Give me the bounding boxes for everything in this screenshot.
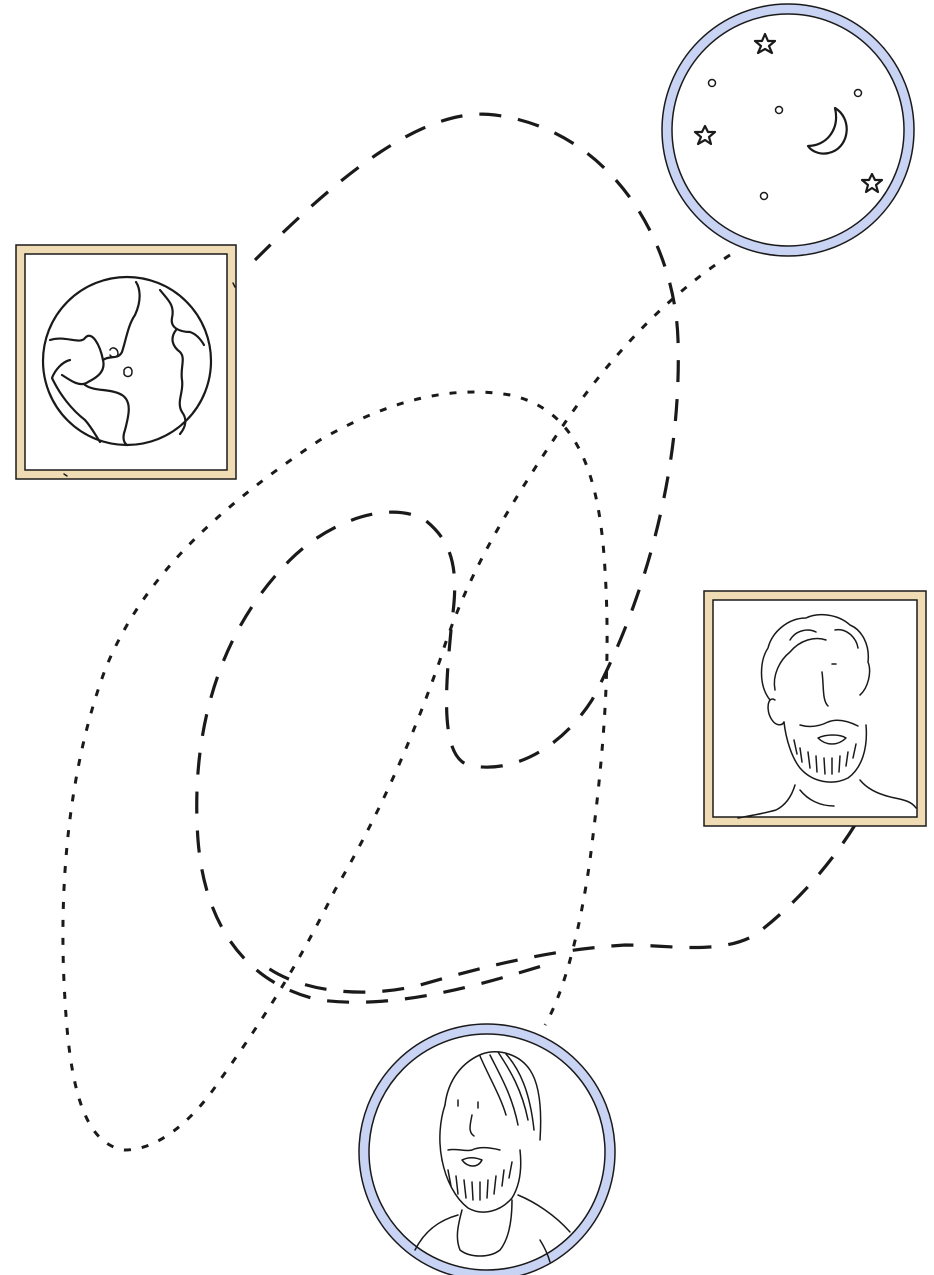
earth-picture	[16, 245, 236, 479]
dashed-path-curly-man-loop	[268, 825, 855, 992]
dashed-path-earth-to-man	[197, 114, 679, 1002]
night-sky-picture	[662, 4, 914, 256]
curly-haired-man-picture	[704, 591, 926, 826]
frame-inner	[713, 600, 917, 817]
frame-inner	[369, 1034, 605, 1270]
frame-inner	[25, 254, 227, 470]
long-haired-man-picture	[359, 1024, 615, 1275]
